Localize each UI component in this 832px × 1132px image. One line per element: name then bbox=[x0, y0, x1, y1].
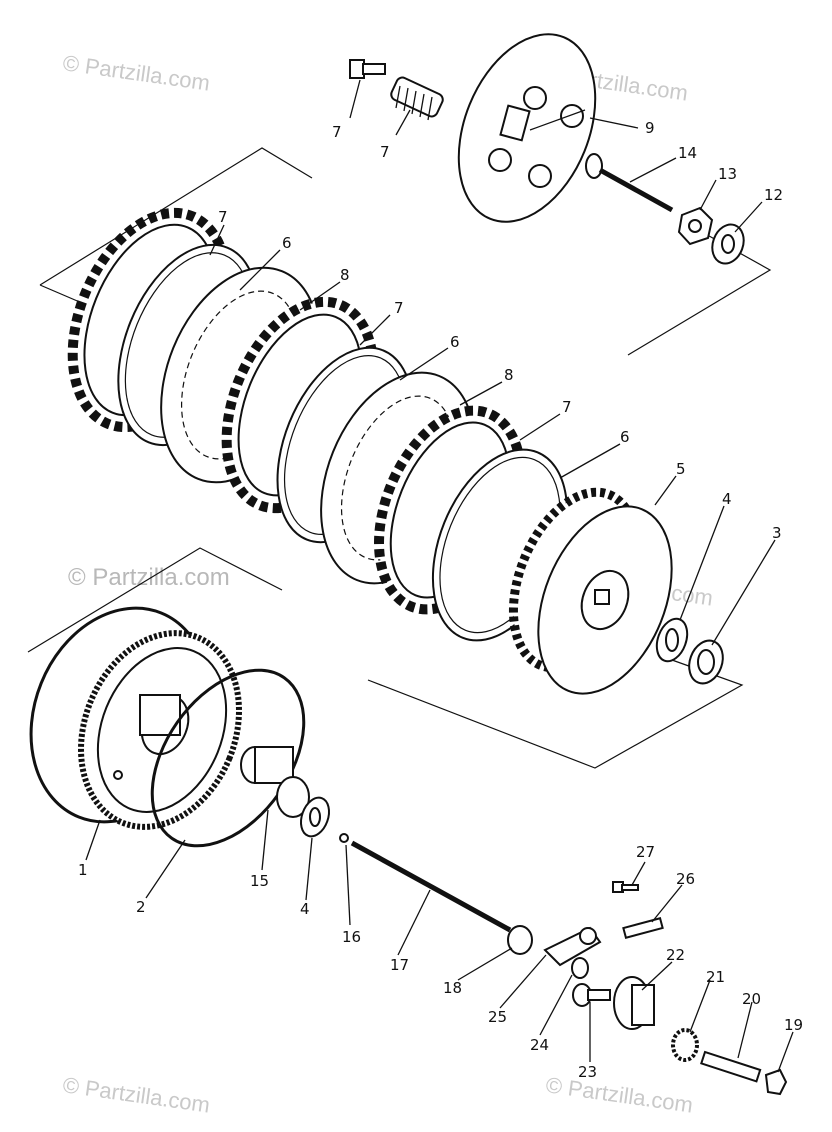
part-label-22: 22 bbox=[666, 946, 685, 964]
return-spring bbox=[622, 917, 664, 939]
push-rod-short bbox=[585, 153, 674, 213]
locknut bbox=[677, 206, 714, 246]
part-label-1: 1 bbox=[78, 861, 88, 879]
adjuster-housing bbox=[613, 976, 655, 1030]
leader-lines bbox=[85, 79, 794, 1073]
watermark: © Partzilla.com bbox=[544, 1072, 694, 1117]
washer-4b bbox=[299, 796, 331, 838]
part-label-6-a: 6 bbox=[282, 234, 292, 252]
push-rod-long bbox=[350, 840, 512, 933]
part-labels: 7 7 9 14 13 12 7 7 7 bbox=[332, 119, 783, 204]
part-label-16: 16 bbox=[342, 928, 361, 946]
washer-24 bbox=[571, 957, 589, 979]
part-label-20: 20 bbox=[742, 990, 761, 1008]
part-label-11: 7 bbox=[380, 143, 390, 161]
part-label-24: 24 bbox=[530, 1036, 549, 1054]
spacer-sleeve bbox=[240, 746, 310, 818]
part-label-27: 27 bbox=[636, 843, 655, 861]
adjuster-bolt bbox=[700, 1050, 762, 1083]
adjuster-gear bbox=[671, 1028, 699, 1062]
part-label-10: 7 bbox=[332, 123, 342, 141]
pin-27 bbox=[612, 881, 639, 893]
adjuster-nut bbox=[764, 1068, 788, 1096]
part-label-15: 15 bbox=[250, 872, 269, 890]
clutch-spring bbox=[390, 76, 444, 121]
part-label-5: 5 bbox=[676, 460, 686, 478]
part-label-6-b: 6 bbox=[450, 333, 460, 351]
steel-ball bbox=[339, 833, 349, 843]
part-numbers: 7 6 8 7 6 8 7 6 5 4 3 1 2 15 4 16 17 18 … bbox=[78, 208, 803, 1081]
part-label-26: 26 bbox=[676, 870, 695, 888]
push-lever bbox=[543, 926, 602, 967]
part-label-9: 9 bbox=[645, 119, 655, 137]
part-label-2: 2 bbox=[136, 898, 146, 916]
part-label-23: 23 bbox=[578, 1063, 597, 1081]
part-label-4-a: 4 bbox=[722, 490, 732, 508]
part-label-25: 25 bbox=[488, 1008, 507, 1026]
watermark: © Partzilla.com bbox=[61, 1072, 211, 1117]
part-label-8-a: 8 bbox=[340, 266, 350, 284]
part-label-18: 18 bbox=[443, 979, 462, 997]
part-label-19: 19 bbox=[784, 1016, 803, 1034]
part-label-6-c: 6 bbox=[620, 428, 630, 446]
watermark: © Partzilla.com bbox=[61, 50, 211, 95]
part-label-8-b: 8 bbox=[504, 366, 514, 384]
part-label-4-b: 4 bbox=[300, 900, 310, 918]
part-label-21: 21 bbox=[706, 968, 725, 986]
pressure-plate bbox=[457, 33, 597, 223]
pressure-plate-bolt bbox=[349, 59, 386, 79]
screw-23 bbox=[572, 983, 611, 1007]
part-label-12: 12 bbox=[764, 186, 783, 204]
part-label-7-c: 7 bbox=[562, 398, 572, 416]
part-label-3: 3 bbox=[772, 524, 782, 542]
part-label-17: 17 bbox=[390, 956, 409, 974]
washer-12 bbox=[711, 223, 745, 265]
clutch-housing bbox=[29, 606, 242, 830]
washer-4a bbox=[655, 617, 689, 663]
push-piece bbox=[507, 925, 533, 955]
part-label-7-a: 7 bbox=[218, 208, 228, 226]
clutch-boss bbox=[508, 487, 673, 695]
washer-3 bbox=[688, 639, 724, 685]
part-label-14: 14 bbox=[678, 144, 697, 162]
part-label-7-b: 7 bbox=[394, 299, 404, 317]
part-label-13: 13 bbox=[718, 165, 737, 183]
watermark: © Partzilla.com bbox=[68, 564, 230, 591]
